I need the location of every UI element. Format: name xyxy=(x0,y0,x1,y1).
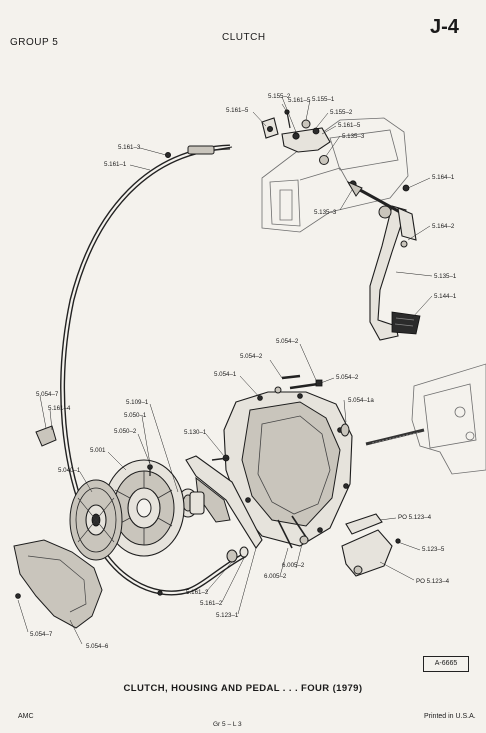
label-5-130-1: 5.130–1 xyxy=(184,429,207,436)
dust-shield xyxy=(13,539,103,629)
label-5-161-2: 5.161–2 xyxy=(200,600,223,607)
leader-lines xyxy=(17,96,433,645)
label-5-135-3: 5.135–3 xyxy=(342,133,365,140)
footer-printed: Printed in U.S.A. xyxy=(424,713,476,720)
group-heading: GROUP 5 xyxy=(10,37,59,48)
label-5-161-5: 5.161–5 xyxy=(338,122,361,129)
label-5-164-1: 5.164–1 xyxy=(432,174,455,181)
clutch-housing xyxy=(223,391,353,549)
cable-end-fittings xyxy=(157,546,249,596)
part-labels: 5.161–5 5.155–1 5.155–2 5.161–5 5.155–2 … xyxy=(30,93,457,650)
label-5-054-2: 5.054–2 xyxy=(276,338,299,345)
label-5-054-1a: 5.054–1a xyxy=(348,397,374,404)
section-heading: CLUTCH xyxy=(222,32,266,43)
transmission-case xyxy=(365,363,486,475)
label-5-054-2: 5.054–2 xyxy=(336,374,359,381)
label-5-161-3: 5.161–3 xyxy=(118,144,141,151)
label-5-164-2: 5.164–2 xyxy=(432,223,455,230)
label-6-005-2: 6.005–2 xyxy=(264,573,287,580)
page-number: J-4 xyxy=(430,16,459,38)
label-5-050-2: 5.050–2 xyxy=(114,428,137,435)
label-5-123-5: 5.123–5 xyxy=(422,546,445,553)
label-5-144-1: 5.144–1 xyxy=(434,293,457,300)
label-5-135-1: 5.135–1 xyxy=(434,273,457,280)
footer-brand: AMC xyxy=(18,713,34,720)
clutch-disc xyxy=(69,479,123,561)
label-5-040-1: 5.040–1 xyxy=(58,467,81,474)
label-5-161-5: 5.161–5 xyxy=(226,107,249,114)
label-5-054-2: 5.054–2 xyxy=(240,353,263,360)
figure-caption: CLUTCH, HOUSING AND PEDAL . . . FOUR (19… xyxy=(123,683,363,694)
cable-bracket-assembly xyxy=(261,109,363,197)
label-5-123-1: 5.123–1 xyxy=(216,612,239,619)
label-5-109-1: 5.109–1 xyxy=(126,399,149,406)
label-6-005-2: 6.005–2 xyxy=(282,562,305,569)
label-5-054-1: 5.054–1 xyxy=(214,371,237,378)
pressure-plate xyxy=(103,459,185,557)
art-number-box: A-6665 xyxy=(423,656,469,672)
clutch-pedal xyxy=(359,184,421,341)
label-5-161-5: 5.161–5 xyxy=(288,97,311,104)
label-5-155-2: 5.155–2 xyxy=(330,109,353,116)
release-fork xyxy=(185,454,263,549)
label-5-054-6: 5.054–6 xyxy=(86,643,109,650)
housing-bolts xyxy=(274,374,323,394)
label-5-161-4: 5.161–4 xyxy=(48,405,71,412)
label-5-161-2: 5.161–2 xyxy=(186,589,209,596)
label-5-135-3: 5.135–3 xyxy=(314,209,337,216)
label-5-161-1: 5.161–1 xyxy=(104,161,127,168)
pedal-support-bracket xyxy=(261,117,409,233)
label-5-001: 5.001 xyxy=(90,447,106,454)
label-5-054-7: 5.054–7 xyxy=(30,631,53,638)
clutch-cable-bracket xyxy=(341,513,401,577)
label-5-155-2: 5.155–2 xyxy=(268,93,291,100)
footer-reference: Gr 5 – L 3 xyxy=(213,721,242,728)
label-5-054-7: 5.054–7 xyxy=(36,391,59,398)
label-po-5-123-4: PO 5.123–4 xyxy=(416,578,450,585)
clutch-cable xyxy=(35,144,247,596)
label-po-5-123-4: PO 5.123–4 xyxy=(398,514,432,521)
label-5-155-1: 5.155–1 xyxy=(312,96,335,103)
label-5-050-1: 5.050–1 xyxy=(124,412,147,419)
